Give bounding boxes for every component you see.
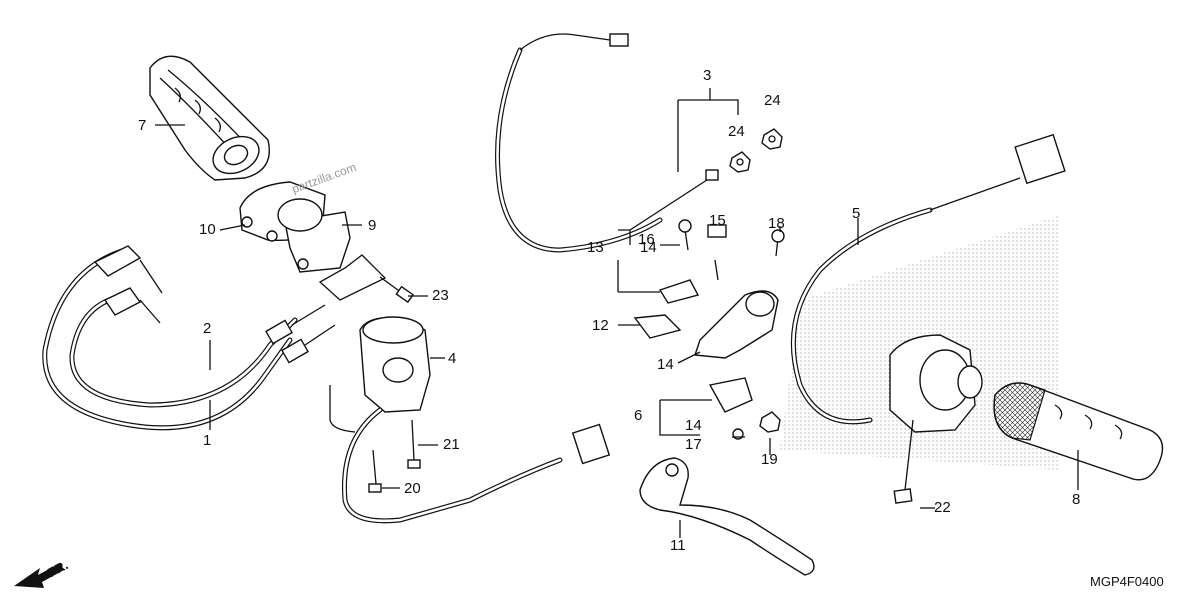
- callout-1: 1: [203, 432, 212, 449]
- nut-19: [759, 411, 781, 433]
- callout-14-a: 14: [640, 239, 657, 256]
- nuts-24: [729, 128, 783, 173]
- callout-22: 22: [934, 499, 951, 516]
- callout-8: 8: [1072, 491, 1081, 508]
- callout-10: 10: [199, 221, 216, 238]
- clutch-lever-holder: [633, 219, 785, 359]
- clutch-switch: [708, 377, 753, 440]
- callout-15: 15: [709, 212, 726, 229]
- callout-3: 3: [703, 67, 712, 84]
- callout-14-c: 14: [685, 417, 702, 434]
- callout-24-bottom: 24: [728, 123, 745, 140]
- callout-7: 7: [138, 117, 147, 134]
- callout-17: 17: [685, 436, 702, 453]
- callout-23: 23: [432, 287, 449, 304]
- left-switch: [329, 316, 611, 524]
- callout-12: 12: [592, 317, 609, 334]
- callout-14-b: 14: [657, 356, 674, 373]
- callout-11: 11: [670, 537, 686, 554]
- screws-20-21: [368, 419, 421, 493]
- front-direction-arrow: [14, 563, 64, 588]
- callout-5: 5: [852, 205, 861, 222]
- clutch-lever: [639, 457, 815, 576]
- callout-13: 13: [587, 239, 604, 256]
- throttle-housing: [239, 181, 351, 273]
- throttle-cables: [42, 245, 336, 431]
- diagram-code: MGP4F0400: [1090, 574, 1164, 589]
- callout-21: 21: [443, 436, 460, 453]
- right-switch-harness: [790, 133, 1066, 504]
- callout-16: 16: [638, 231, 655, 248]
- callout-4: 4: [448, 350, 457, 367]
- screw-23: [379, 276, 415, 304]
- clutch-cable: [495, 33, 719, 253]
- callout-9: 9: [368, 217, 377, 234]
- callout-24-top: 24: [764, 92, 781, 109]
- callout-18: 18: [768, 215, 785, 232]
- callout-20: 20: [404, 480, 421, 497]
- right-grip: [993, 382, 1164, 481]
- callout-6: 6: [634, 407, 643, 424]
- callout-2: 2: [203, 320, 212, 337]
- callout-19: 19: [761, 451, 778, 468]
- leader-lines: [155, 124, 1079, 538]
- left-grip: [149, 55, 270, 181]
